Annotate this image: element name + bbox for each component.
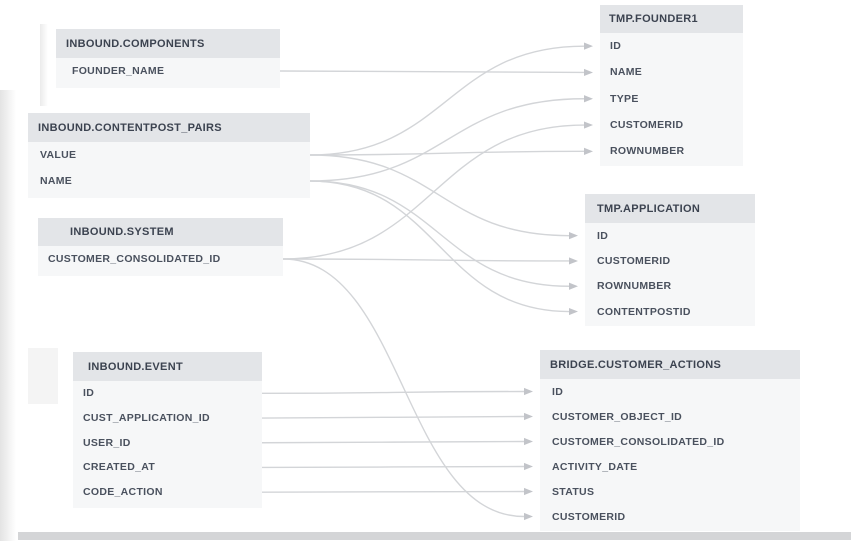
- arrowhead-icon: [584, 68, 593, 77]
- field-bridge-customer-actions-status[interactable]: STATUS: [552, 485, 595, 498]
- arrowhead-icon: [569, 282, 578, 290]
- field-tmp-founder1-customerid[interactable]: CUSTOMERID: [610, 119, 684, 132]
- field-tmp-application-id[interactable]: ID: [597, 229, 609, 242]
- connection-inbound-system-customer_consolidated_id-to-tmp-application-customerid: [282, 258, 570, 262]
- field-bridge-customer-actions-id[interactable]: ID: [552, 385, 564, 398]
- left-edge-fade: [0, 90, 16, 541]
- table-inbound-system: INBOUND.SYSTEM CUSTOMER_CONSOLIDATED_ID: [38, 218, 283, 276]
- field-inbound-event-created_at[interactable]: CREATED_AT: [83, 461, 156, 474]
- connection-inbound-event-created_at-to-bridge-customer-actions-activity_date: [261, 465, 525, 469]
- field-tmp-application-contentpostid[interactable]: CONTENTPOSTID: [597, 305, 691, 318]
- table-body-bridge-customer-actions: ID CUSTOMER_OBJECT_ID CUSTOMER_CONSOLIDATE…: [540, 379, 800, 531]
- arrowhead-icon: [524, 387, 533, 396]
- clipped-table-fragment: [28, 348, 58, 404]
- connection-inbound-contentpost-pairs-name-to-tmp-application-contentpostid: [309, 180, 570, 313]
- field-tmp-founder1-type[interactable]: TYPE: [610, 92, 639, 105]
- field-tmp-founder1-id[interactable]: ID: [610, 40, 622, 53]
- arrowhead-icon: [569, 307, 578, 316]
- connection-inbound-system-customer_consolidated_id-to-tmp-founder1-customerid: [282, 124, 585, 260]
- connection-inbound-event-code_action-to-bridge-customer-actions-status: [261, 490, 525, 493]
- arrowhead-icon: [569, 257, 578, 265]
- bottom-edge-bar: [18, 532, 851, 540]
- table-body-inbound-contentpost-pairs: VALUE NAME: [28, 142, 310, 198]
- arrowhead-icon: [524, 412, 533, 421]
- arrowhead-icon: [569, 232, 578, 240]
- field-tmp-founder1-rownumber[interactable]: ROWNUMBER: [610, 145, 685, 158]
- arrowhead-icon: [584, 42, 593, 50]
- field-inbound-components-founder_name[interactable]: FOUNDER_NAME: [72, 65, 165, 77]
- table-header-inbound-contentpost-pairs[interactable]: INBOUND.CONTENTPOST_PAIRS: [28, 113, 310, 142]
- table-body-inbound-system: CUSTOMER_CONSOLIDATED_ID: [38, 246, 283, 276]
- field-inbound-system-customer_consolidated_id[interactable]: CUSTOMER_CONSOLIDATED_ID: [48, 253, 221, 265]
- arrowhead-icon: [524, 437, 533, 446]
- field-bridge-customer-actions-customer_object_id[interactable]: CUSTOMER_OBJECT_ID: [552, 410, 683, 423]
- arrowhead-icon: [584, 95, 593, 103]
- table-inbound-contentpost-pairs: INBOUND.CONTENTPOST_PAIRS VALUE NAME: [28, 113, 310, 198]
- field-tmp-application-customerid[interactable]: CUSTOMERID: [597, 254, 671, 267]
- connection-inbound-event-cust_application_id-to-bridge-customer-actions-customer_object_id: [261, 415, 525, 419]
- field-bridge-customer-actions-customer_consolidated_id[interactable]: CUSTOMER_CONSOLIDATED_ID: [552, 435, 725, 448]
- table-body-inbound-components: FOUNDER_NAME: [56, 58, 280, 88]
- table-inbound-event: INBOUND.EVENT ID CUST_APPLICATION_ID USER_I…: [73, 352, 262, 509]
- table-body-inbound-event: ID CUST_APPLICATION_ID USER_ID CREATED_AT CO…: [73, 381, 262, 509]
- table-header-bridge-customer-actions[interactable]: BRIDGE.CUSTOMER_ACTIONS: [540, 350, 800, 379]
- field-tmp-application-rownumber[interactable]: ROWNUMBER: [597, 280, 672, 293]
- field-inbound-event-code_action[interactable]: CODE_ACTION: [83, 486, 163, 499]
- table-header-tmp-application[interactable]: TMP.APPLICATION: [585, 194, 755, 223]
- field-bridge-customer-actions-activity_date[interactable]: ACTIVITY_DATE: [552, 460, 638, 473]
- table-bridge-customer-actions: BRIDGE.CUSTOMER_ACTIONS ID CUSTOMER_OBJECT…: [540, 350, 800, 531]
- connection-inbound-contentpost-pairs-name-to-tmp-founder1-type: [309, 98, 585, 182]
- arrowhead-icon: [524, 462, 533, 471]
- field-tmp-founder1-name[interactable]: NAME: [610, 66, 643, 79]
- field-inbound-event-user_id[interactable]: USER_ID: [83, 436, 131, 449]
- table-header-inbound-components[interactable]: INBOUND.COMPONENTS: [56, 29, 280, 58]
- connection-inbound-contentpost-pairs-value-to-tmp-founder1-id: [309, 45, 585, 156]
- table-header-inbound-event[interactable]: INBOUND.EVENT: [73, 352, 262, 381]
- field-inbound-event-id[interactable]: ID: [83, 387, 95, 400]
- arrowhead-icon: [524, 512, 533, 521]
- top-left-edge-sliver: [40, 24, 48, 106]
- table-inbound-components: INBOUND.COMPONENTS FOUNDER_NAME: [56, 29, 280, 88]
- arrowhead-icon: [524, 487, 533, 496]
- table-header-tmp-founder1[interactable]: TMP.FOUNDER1: [600, 5, 743, 33]
- connection-inbound-contentpost-pairs-name-to-tmp-application-rownumber: [309, 180, 570, 287]
- arrowhead-icon: [584, 147, 593, 155]
- field-inbound-contentpost-pairs-name[interactable]: NAME: [40, 175, 73, 187]
- table-body-tmp-application: ID CUSTOMERID ROWNUMBER CONTENTPOSTID: [585, 223, 755, 327]
- connection-inbound-event-user_id-to-bridge-customer-actions-customer_consolidated_id: [261, 440, 525, 444]
- table-body-tmp-founder1: ID NAME TYPE CUSTOMERID ROWNUMBER: [600, 33, 743, 167]
- connection-inbound-components-founder_name-to-tmp-founder1-name: [279, 70, 585, 74]
- connection-inbound-contentpost-pairs-value-to-tmp-application-id: [309, 154, 570, 237]
- connection-inbound-event-id-to-bridge-customer-actions-id: [261, 390, 525, 395]
- connection-inbound-system-customer_consolidated_id-to-bridge-customer-actions-customerid: [282, 258, 525, 518]
- table-header-inbound-system[interactable]: INBOUND.SYSTEM: [38, 218, 283, 246]
- field-bridge-customer-actions-customerid[interactable]: CUSTOMERID: [552, 510, 626, 523]
- table-tmp-application: TMP.APPLICATION ID CUSTOMERID ROWNUMBER CONT…: [585, 194, 755, 327]
- field-inbound-contentpost-pairs-value[interactable]: VALUE: [40, 149, 77, 161]
- field-inbound-event-cust_application_id[interactable]: CUST_APPLICATION_ID: [83, 412, 210, 425]
- arrowhead-icon: [584, 121, 593, 129]
- connection-inbound-contentpost-pairs-value-to-tmp-founder1-rownumber: [309, 150, 585, 156]
